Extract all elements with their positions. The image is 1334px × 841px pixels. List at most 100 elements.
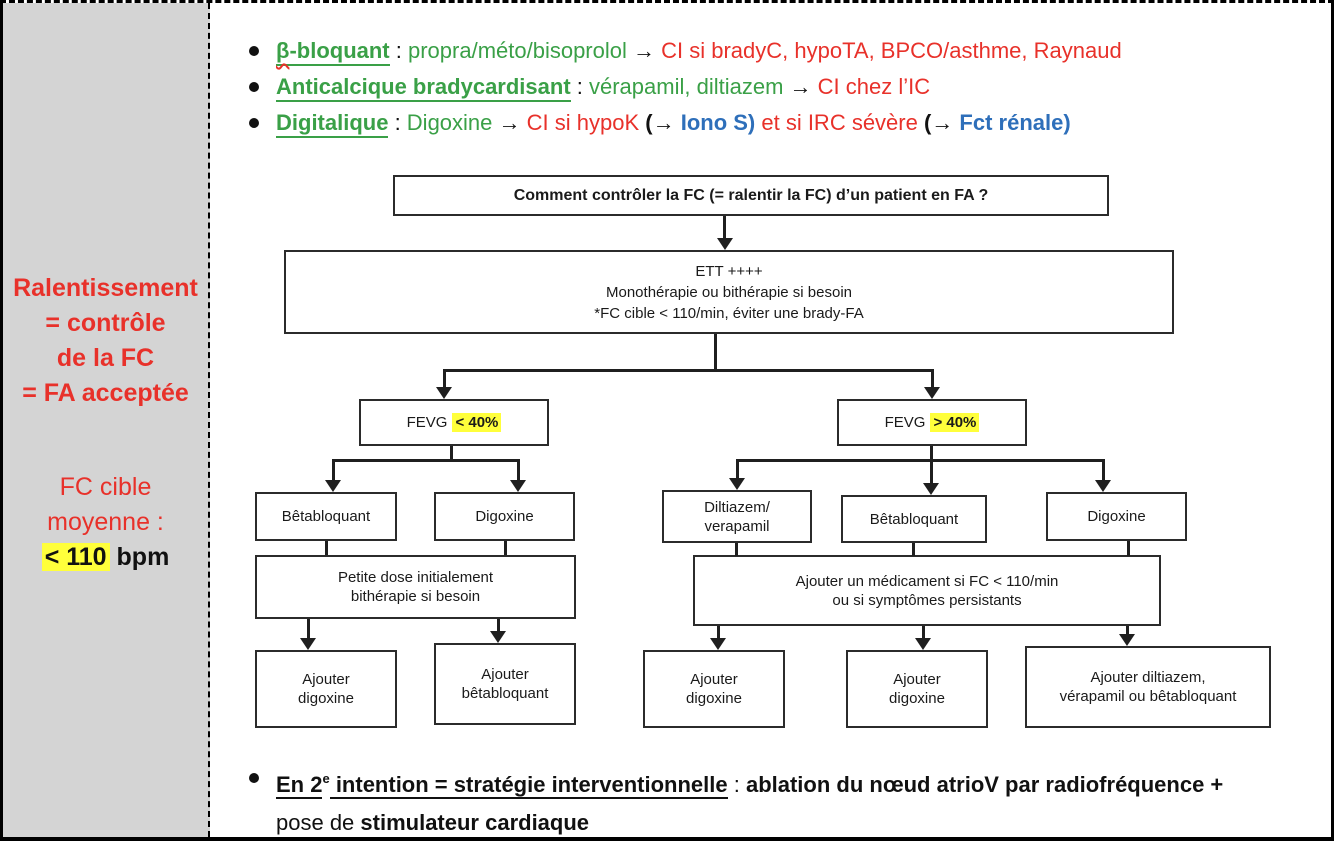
bullet-marker-icon xyxy=(249,773,259,783)
text-segment: e xyxy=(322,771,330,786)
text-segment: ) xyxy=(747,110,756,135)
connector-line xyxy=(497,619,500,632)
arrow-down-icon xyxy=(924,387,940,399)
connector-line xyxy=(931,369,934,388)
text-segment: CI si bradyC, hypoTA, BPCO/asthme, Rayna… xyxy=(661,38,1122,63)
arrow-down-icon xyxy=(490,631,506,643)
text-segment: vérapamil, diltiazem xyxy=(589,74,790,99)
connector-line xyxy=(736,459,739,479)
flowchart-box-petite-dose: Petite dose initialement bithérapie si b… xyxy=(255,555,576,619)
fevg-label: FEVG xyxy=(884,414,926,431)
connector-line xyxy=(332,459,335,481)
connector-line xyxy=(307,619,310,639)
arrow-down-icon xyxy=(729,478,745,490)
flowchart-box-diltiazem-verapamil: Diltiazem/ verapamil xyxy=(662,490,812,543)
text-segment: (→ xyxy=(645,110,681,135)
text-segment: Iono S xyxy=(680,110,748,135)
text-segment: intention = stratégie interventionnelle xyxy=(329,772,728,799)
flowchart-box-ajouter-diltiazem: Ajouter diltiazem, vérapamil ou bêtabloq… xyxy=(1025,646,1271,728)
margin-note-slowing: Ralentissement = contrôle de la FC = FA … xyxy=(13,274,198,407)
flowchart-ett-box: ETT ++++ Monothérapie ou bithérapie si b… xyxy=(284,250,1174,334)
connector-line xyxy=(1127,541,1130,556)
fevg-value-highlight: < 40% xyxy=(452,413,502,432)
text-segment: pose de xyxy=(276,810,361,835)
text-segment: β xyxy=(276,38,290,66)
bullet-item: Anticalcique bradycardisant : vérapamil,… xyxy=(249,69,1122,105)
text-segment: → xyxy=(633,38,662,63)
flowchart-box-fevg-over-40: FEVG> 40% xyxy=(837,399,1027,446)
flowchart-box-fevg-under-40: FEVG< 40% xyxy=(359,399,549,446)
text-segment: En 2 xyxy=(276,772,323,799)
connector-line xyxy=(333,459,520,462)
connector-line xyxy=(1102,459,1105,481)
arrow-down-icon xyxy=(510,480,526,492)
connector-line xyxy=(450,446,453,461)
bullet-text: β-bloquant : propra/méto/bisoprolol → CI… xyxy=(276,33,1122,69)
connector-line xyxy=(325,541,328,555)
text-segment: : xyxy=(389,38,408,63)
text-segment: CI si hypoK xyxy=(526,110,646,135)
text-segment: CI chez l’IC xyxy=(817,74,931,99)
text-segment: stimulateur cardiaque xyxy=(360,810,590,835)
text-segment: : xyxy=(570,74,589,99)
flowchart-box-betabloquant-left: Bêtabloquant xyxy=(255,492,397,541)
arrow-down-icon xyxy=(1119,634,1135,646)
connector-line xyxy=(443,369,446,388)
flowchart-box-digoxine-right: Digoxine xyxy=(1046,492,1187,541)
second-intention-bullet: En 2e intention = stratégie intervention… xyxy=(249,760,1327,837)
margin-note-target-value: < 110 bpm xyxy=(3,540,208,575)
flowchart-box-digoxine-left: Digoxine xyxy=(434,492,575,541)
flowchart-box-betabloquant-right: Bêtabloquant xyxy=(841,495,987,543)
flowchart-box-ajouter-digoxine-3: Ajouter digoxine xyxy=(846,650,988,728)
flowchart-box-ajouter-medicament: Ajouter un médicament si FC < 110/min ou… xyxy=(693,555,1161,626)
text-segment: propra/méto/bisoprolol xyxy=(407,38,633,63)
connector-line xyxy=(1126,626,1129,635)
bullet-marker-icon xyxy=(249,46,259,56)
text-segment: : xyxy=(727,772,746,797)
arrow-down-icon xyxy=(915,638,931,650)
highlighted-target: < 110 xyxy=(41,543,110,571)
text-segment: → xyxy=(789,74,818,99)
connector-line xyxy=(517,459,520,481)
target-unit: bpm xyxy=(109,543,170,571)
fevg-value-highlight: > 40% xyxy=(930,413,980,432)
connector-line xyxy=(922,626,925,639)
text-segment: et si IRC sévère xyxy=(755,110,924,135)
connector-line xyxy=(912,543,915,556)
arrow-down-icon xyxy=(325,480,341,492)
bullet-item: β-bloquant : propra/méto/bisoprolol → CI… xyxy=(249,33,1122,69)
bullet-item: Digitalique : Digoxine → CI si hypoK (→ … xyxy=(249,105,1122,141)
bullet-marker-icon xyxy=(249,82,259,92)
bullet-text: Digitalique : Digoxine → CI si hypoK (→ … xyxy=(276,105,1071,141)
arrow-down-icon xyxy=(436,387,452,399)
text-segment: Digoxine xyxy=(406,110,499,135)
text-segment: (→ xyxy=(923,110,960,135)
arrow-down-icon xyxy=(923,483,939,495)
text-segment: Anticalcique bradycardisant xyxy=(276,74,571,102)
connector-line xyxy=(930,459,933,484)
arrow-down-icon xyxy=(300,638,316,650)
arrow-down-icon xyxy=(1095,480,1111,492)
connector-line xyxy=(714,334,717,371)
text-segment: ) xyxy=(1063,110,1071,135)
second-intention-text: En 2e intention = stratégie intervention… xyxy=(276,760,1224,837)
flowchart-box-ajouter-digoxine-2: Ajouter digoxine xyxy=(643,650,785,728)
flowchart-box-ajouter-betabloquant: Ajouter bêtabloquant xyxy=(434,643,576,725)
connector-line xyxy=(735,543,738,556)
flowchart-box-ajouter-digoxine-1: Ajouter digoxine xyxy=(255,650,397,728)
fevg-label: FEVG xyxy=(406,414,448,431)
connector-line xyxy=(723,216,726,239)
text-segment: Fct rénale xyxy=(959,110,1064,135)
connector-line xyxy=(930,446,933,461)
margin-note-target-label: FC cible moyenne : xyxy=(47,473,164,536)
arrow-down-icon xyxy=(717,238,733,250)
text-segment: → xyxy=(498,110,527,135)
text-segment: -bloquant xyxy=(289,38,390,66)
bullet-marker-icon xyxy=(249,118,259,128)
connector-line xyxy=(736,459,1105,462)
text-segment: Digitalique xyxy=(276,110,389,138)
arrow-down-icon xyxy=(710,638,726,650)
text-segment: ablation du nœud atrioV par radiofréquen… xyxy=(745,772,1224,797)
drug-bullet-list: β-bloquant : propra/méto/bisoprolol → CI… xyxy=(249,33,1122,141)
